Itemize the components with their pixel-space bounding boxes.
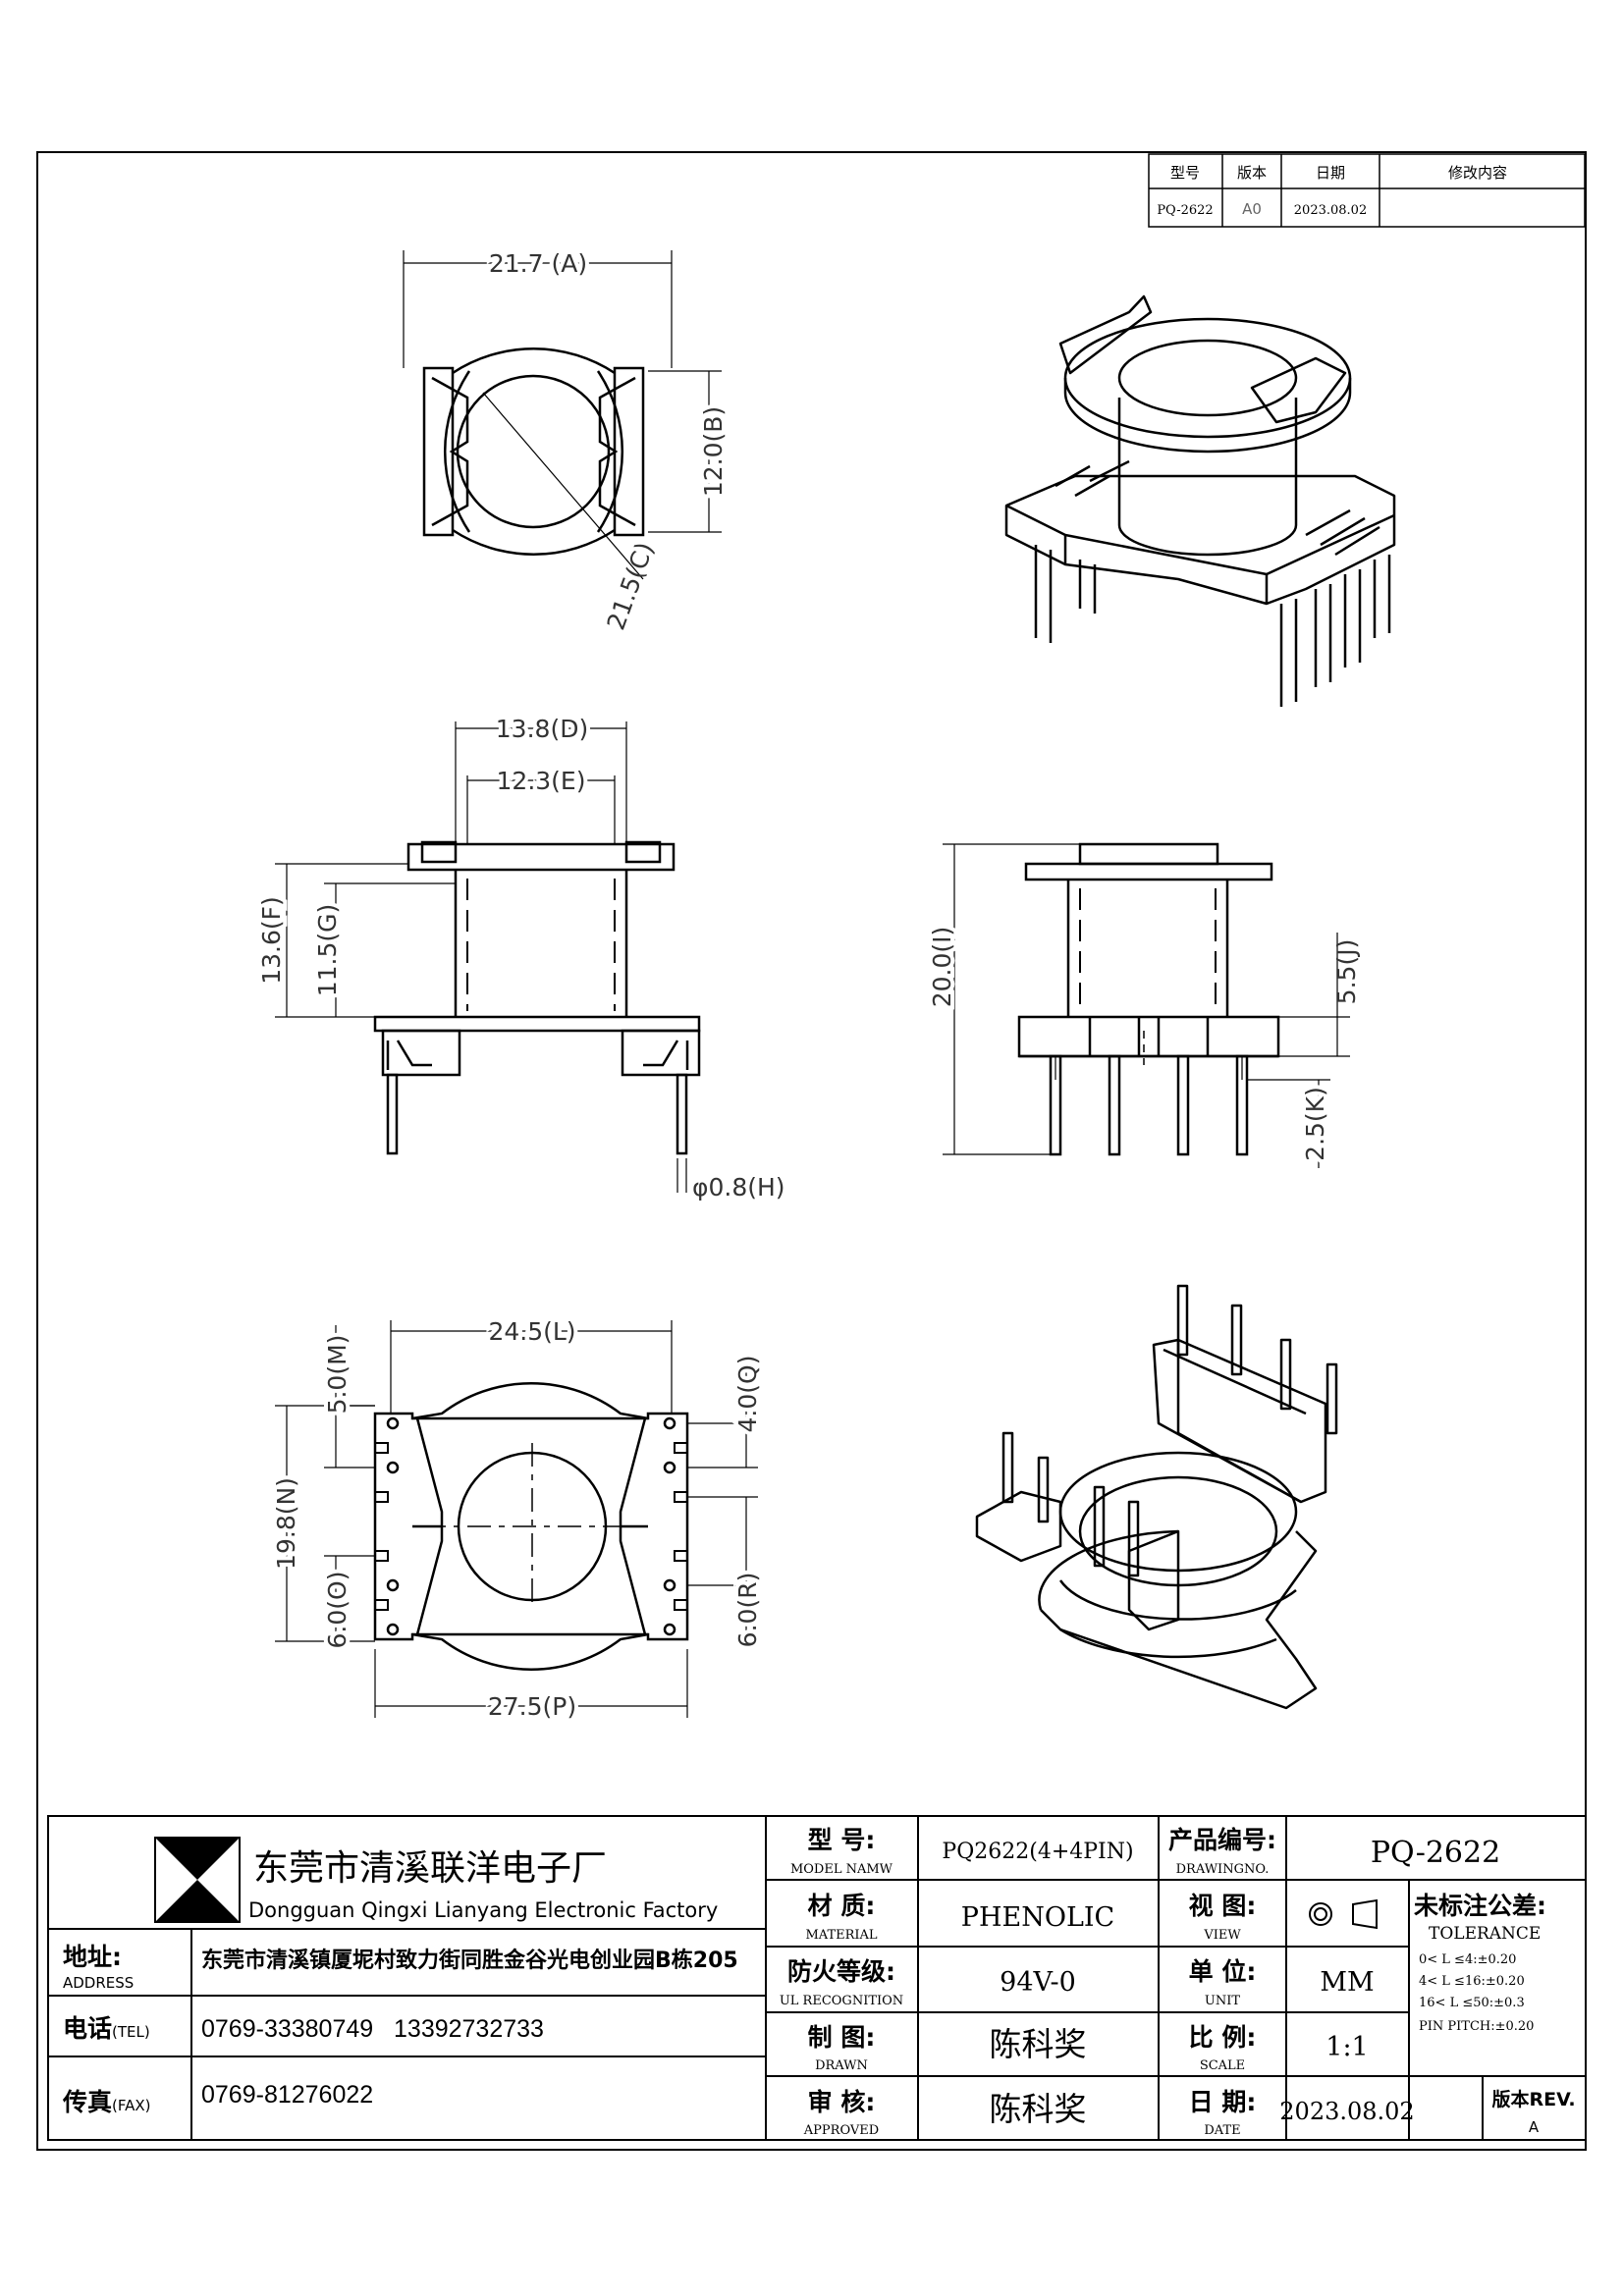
- company-name-cn: 东莞市清溪联洋电子厂: [253, 1848, 607, 1889]
- rev-header-version: 版本: [1237, 164, 1267, 182]
- rev-header-date: 日期: [1316, 164, 1345, 182]
- tolerance-title-en: TOLERANCE: [1429, 1924, 1541, 1944]
- drawn-label: 制 图:: [808, 2023, 876, 2052]
- address-label: 地址:: [63, 1943, 122, 1971]
- side-view-dimensions: [943, 843, 1350, 1168]
- unit-value: MM: [1320, 1967, 1374, 1998]
- title-block-grid: [47, 1815, 1587, 2141]
- drawn-value: 陈科奖: [990, 2025, 1087, 2063]
- model-label: 型 号:: [808, 1826, 876, 1854]
- top-view: [422, 347, 645, 580]
- bottom-view-dimensions: [275, 1320, 758, 1718]
- dim-d: 13.8(D): [496, 715, 588, 743]
- dim-r: 6.0(R): [733, 1573, 762, 1648]
- company-name-en: Dongguan Qingxi Lianyang Electronic Fact…: [248, 1898, 718, 1922]
- material-label: 材 质:: [808, 1892, 876, 1920]
- projection-symbol-icon: [1309, 1898, 1378, 1930]
- fax-label-en: (FAX): [112, 2097, 151, 2114]
- dim-i: 20.0(I): [928, 927, 956, 1008]
- dim-n: 19.8(N): [272, 1477, 300, 1570]
- rev-value: A: [1529, 2118, 1540, 2136]
- approved-label-en: APPROVED: [803, 2123, 879, 2138]
- drawing-no-label: 产品编号:: [1168, 1826, 1276, 1854]
- scale-label-en: SCALE: [1200, 2058, 1245, 2073]
- date-label-en: DATE: [1204, 2123, 1240, 2138]
- date-label: 日 期:: [1189, 2088, 1257, 2116]
- top-view-dimensions: [403, 250, 722, 533]
- dim-o: 6.0(O): [323, 1572, 352, 1649]
- view-label: 视 图:: [1189, 1892, 1257, 1920]
- unit-label-en: UNIT: [1205, 1994, 1240, 2008]
- front-view-dimensions: [275, 721, 687, 1193]
- fax-value: 0769-81276022: [201, 2081, 373, 2109]
- tel-label: 电话: [63, 2014, 112, 2043]
- ul-label-en: UL RECOGNITION: [780, 1994, 903, 2008]
- unit-label: 单 位:: [1189, 1957, 1257, 1986]
- ul-value: 94V-0: [1000, 1967, 1076, 1998]
- drawing-no-value: PQ-2622: [1371, 1836, 1500, 1870]
- side-view: [1017, 842, 1280, 1156]
- dim-c: 21.5(C): [602, 539, 660, 634]
- dim-a: 21.7 (A): [489, 249, 587, 278]
- dim-m: 5.0(M): [323, 1335, 352, 1415]
- address-label-en: ADDRESS: [63, 1974, 134, 1992]
- approved-label: 审 核:: [808, 2088, 876, 2116]
- material-value: PHENOLIC: [961, 1902, 1114, 1933]
- iso-view-bottom: [975, 1284, 1338, 1710]
- dim-p: 27.5(P): [488, 1692, 576, 1721]
- dim-f: 13.6(F): [257, 896, 286, 985]
- tolerance-line-3: 16< L ≤50:±0.3: [1419, 1996, 1525, 2010]
- rev-version-value: A0: [1242, 200, 1262, 218]
- dim-q: 4.0(Q): [733, 1356, 762, 1433]
- address-value: 东莞市清溪镇厦坭村致力街同胜金谷光电创业园B栋205: [201, 1948, 738, 1973]
- view-label-en: VIEW: [1203, 1928, 1241, 1943]
- material-label-en: MATERIAL: [805, 1928, 877, 1943]
- tolerance-line-1: 0< L ≤4:±0.20: [1419, 1952, 1516, 1967]
- drawing-no-label-en: DRAWINGNO.: [1176, 1862, 1270, 1877]
- fax-label: 传真: [62, 2088, 112, 2116]
- dim-j: 5.5(J): [1332, 939, 1361, 1005]
- drawn-label-en: DRAWN: [815, 2058, 868, 2073]
- tolerance-line-4: PIN PITCH:±0.20: [1419, 2019, 1534, 2034]
- rev-label: 版本REV.: [1491, 2088, 1575, 2110]
- rev-model-value: PQ-2622: [1157, 203, 1213, 218]
- rev-header-model: 型号: [1170, 164, 1200, 182]
- dim-l: 24.5(L): [488, 1317, 575, 1346]
- date-value: 2023.08.02: [1279, 2098, 1414, 2125]
- dim-b: 12.0(B): [699, 406, 728, 497]
- ul-label: 防火等级:: [787, 1957, 895, 1986]
- dim-h: φ0.8(H): [692, 1173, 785, 1201]
- tolerance-title: 未标注公差:: [1414, 1892, 1546, 1920]
- tolerance-line-2: 4< L ≤16:±0.20: [1419, 1974, 1525, 1989]
- rev-header-change: 修改内容: [1448, 164, 1507, 182]
- front-view: [373, 840, 701, 1155]
- bottom-view: [373, 1381, 689, 1672]
- model-label-en: MODEL NAMW: [790, 1862, 893, 1877]
- dim-e: 12.3(E): [497, 767, 586, 795]
- model-value: PQ2622(4+4PIN): [942, 1840, 1133, 1864]
- approved-value: 陈科奖: [990, 2090, 1087, 2128]
- tel-label-en: (TEL): [112, 2023, 150, 2041]
- sheet-border: [36, 151, 1587, 2151]
- rev-date-value: 2023.08.02: [1294, 203, 1367, 218]
- scale-value: 1:1: [1325, 2032, 1368, 2062]
- company-logo: [154, 1837, 241, 1923]
- scale-label: 比 例:: [1189, 2023, 1257, 2052]
- dim-k: 2.5(K): [1301, 1087, 1329, 1161]
- iso-view-top: [1004, 294, 1396, 707]
- revision-table: [1148, 153, 1586, 228]
- tel-value: 0769-33380749 13392732733: [201, 2015, 544, 2043]
- dim-g: 11.5(G): [313, 904, 342, 997]
